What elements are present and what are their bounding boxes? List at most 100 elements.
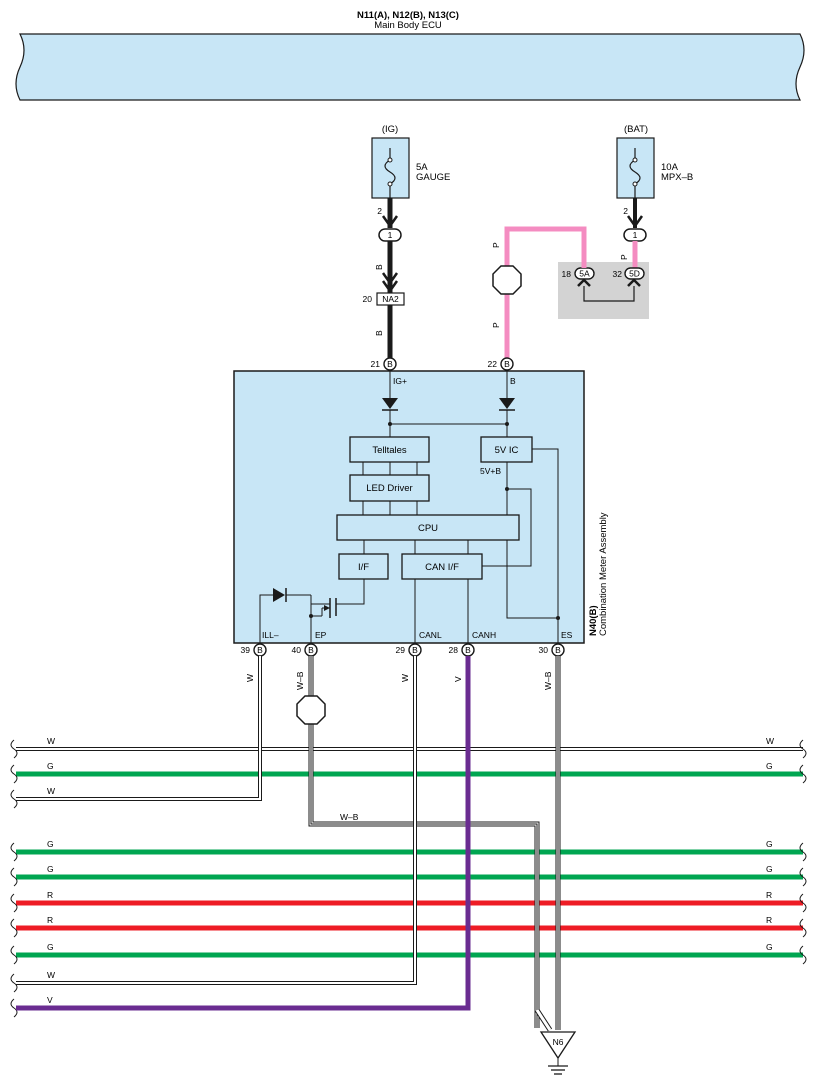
svg-text:29: 29 (396, 645, 406, 655)
svg-text:B: B (387, 359, 393, 369)
bus-label-right-7: G (766, 942, 773, 952)
svg-text:CANL: CANL (419, 630, 442, 640)
wire-color-p-left: P (491, 242, 501, 248)
fuse-mpxb: (BAT) 10A MPX–B 2 (616, 124, 693, 216)
wire-bat: 1 P 5A 18 5D 32 (558, 198, 649, 319)
ecu-name: Main Body ECU (374, 20, 442, 31)
diode-ig (382, 398, 398, 409)
svg-text:B: B (465, 645, 471, 655)
connector-octagon-ep (296, 695, 326, 725)
junction-pin-18: 18 (562, 269, 572, 279)
bus-label-left-8: W (47, 970, 55, 980)
block-5v-ic (480, 436, 533, 463)
bus-break-left-2 (10, 789, 18, 809)
bus-label-left-7: G (47, 942, 54, 952)
svg-text:1: 1 (633, 230, 638, 240)
wire-color-ep-bottom: W–B (340, 812, 359, 822)
fuse-gauge-name: GAUGE (416, 172, 450, 183)
svg-text:CAN I/F: CAN I/F (425, 562, 459, 573)
bus-label-left-4: G (47, 864, 54, 874)
svg-text:1: 1 (388, 230, 393, 240)
wire-p: P P (491, 226, 587, 358)
meter-box (233, 370, 585, 644)
combination-meter: N40(B) Combination Meter Assembly B 21 I… (233, 357, 609, 657)
bus-break-left-6 (10, 918, 18, 938)
bus-break-right-7 (799, 945, 807, 965)
fuse-mpxb-name: MPX–B (661, 172, 693, 183)
ecu-connectors: N11(A), N12(B), N13(C) (357, 10, 459, 21)
bus-break-right-6 (799, 918, 807, 938)
block-cpu (336, 514, 520, 541)
ground-n6: N6 (539, 1031, 577, 1075)
bus-break-left-9 (10, 998, 18, 1018)
connector-octagon-p (492, 265, 522, 295)
svg-text:Telltales: Telltales (372, 445, 407, 456)
bus-break-right-1 (799, 764, 807, 784)
svg-text:5D: 5D (629, 269, 640, 279)
svg-text:B: B (308, 645, 314, 655)
wire-color-ill: W (245, 674, 255, 682)
svg-text:EP: EP (315, 630, 327, 640)
bus-break-left-7 (10, 945, 18, 965)
svg-text:CANH: CANH (472, 630, 496, 640)
wire-color-es: W–B (543, 671, 553, 690)
fuse-gauge: (IG) 5A GAUGE 2 (371, 124, 450, 216)
wire-color-ig-upper: B (374, 264, 384, 270)
svg-text:30: 30 (539, 645, 549, 655)
bus-label-left-2: W (47, 786, 55, 796)
wire-color-p-lower: P (491, 322, 501, 328)
svg-text:NA2: NA2 (382, 294, 399, 304)
bus-label-left-9: V (47, 995, 53, 1005)
bus-break-left-0 (10, 739, 18, 759)
svg-text:B: B (257, 645, 263, 655)
bus-break-right-5 (799, 893, 807, 913)
block-can-if (401, 553, 483, 580)
block-telltales (349, 436, 430, 463)
label-5v-b: 5V+B (480, 466, 501, 476)
meter-name: Combination Meter Assembly (598, 512, 609, 636)
fuse-mpxb-pin: 2 (623, 206, 628, 216)
svg-text:ES: ES (561, 630, 573, 640)
svg-text:IG+: IG+ (393, 376, 407, 386)
svg-text:22: 22 (488, 359, 498, 369)
bus-label-left-1: G (47, 761, 54, 771)
svg-text:21: 21 (371, 359, 381, 369)
svg-text:I/F: I/F (358, 562, 369, 573)
fuse-mpxb-rating: 10A (661, 162, 679, 173)
fuse-gauge-pin: 2 (377, 206, 382, 216)
wire-color-canl: W (400, 674, 410, 682)
svg-text:B: B (510, 376, 516, 386)
diode-ill (273, 588, 285, 602)
wire-color-ig-lower: B (374, 330, 384, 336)
svg-text:ILL–: ILL– (262, 630, 279, 640)
bus-label-left-5: R (47, 890, 53, 900)
fuse-mpxb-supply: (BAT) (624, 124, 648, 135)
junction-pin-32: 32 (613, 269, 623, 279)
wire-color-ep: W–B (295, 671, 305, 690)
fuse-mpxb-symbol (629, 148, 641, 198)
block-if (338, 553, 389, 580)
diode-b (499, 398, 515, 409)
svg-text:5A: 5A (579, 269, 590, 279)
svg-text:39: 39 (241, 645, 251, 655)
bus-label-right-3: G (766, 839, 773, 849)
bus-break-left-4 (10, 867, 18, 887)
svg-text:B: B (504, 359, 510, 369)
svg-text:LED Driver: LED Driver (366, 483, 412, 494)
meter-connector: N40(B) (588, 605, 599, 636)
transistor (311, 579, 365, 618)
wire-ep: W–B W–B (295, 656, 540, 1028)
svg-text:B: B (412, 645, 418, 655)
bus-label-right-5: R (766, 890, 772, 900)
bus-break-right-3 (799, 842, 807, 862)
fuse-gauge-supply: (IG) (382, 124, 398, 135)
wire-canh: V (16, 656, 471, 1011)
bus-label-left-3: G (47, 839, 54, 849)
svg-text:N6: N6 (553, 1037, 564, 1047)
wire-ill: W (16, 656, 262, 801)
svg-text:28: 28 (449, 645, 459, 655)
wires-lower: W W–B W–B W V W–B (16, 656, 561, 1032)
bus-label-left-0: W (47, 736, 55, 746)
bus-label-right-4: G (766, 864, 773, 874)
